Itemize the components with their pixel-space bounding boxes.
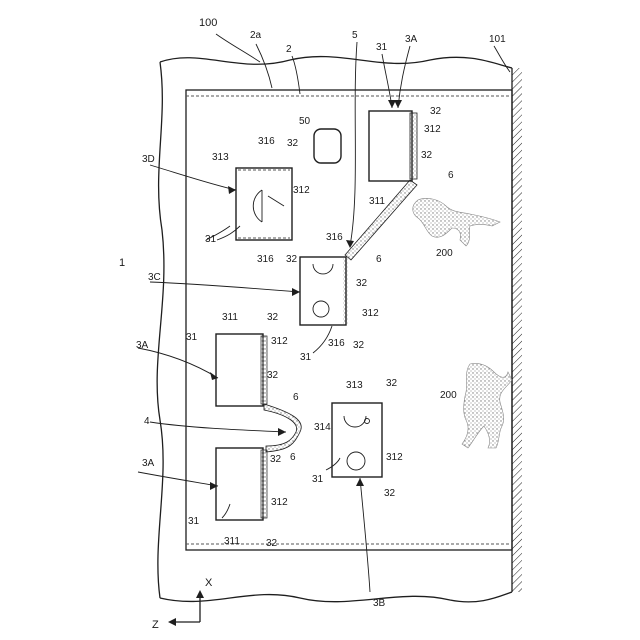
label-2: 2 [286, 44, 292, 55]
label-312-e: 312 [386, 452, 403, 463]
label-311-b: 311 [222, 312, 238, 323]
axis-z-label: Z [152, 619, 159, 631]
label-316-c1: 316 [326, 232, 343, 243]
module-3A-top-strip [410, 113, 417, 179]
label-32-d2: 32 [286, 254, 298, 265]
object-50 [314, 129, 341, 163]
connector-5 [345, 180, 417, 260]
label-32-f2: 32 [266, 538, 278, 549]
module-3D [236, 168, 292, 240]
label-32-e2: 32 [384, 488, 396, 499]
figure-200-upper [413, 198, 500, 246]
label-32-b2: 32 [267, 370, 279, 381]
label-3A-top: 3A [405, 34, 418, 45]
label-101: 101 [489, 34, 506, 45]
label-32-c2: 32 [353, 340, 365, 351]
module-3C [300, 257, 346, 325]
label-316-c2: 316 [328, 338, 345, 349]
label-31-d: 31 [205, 234, 217, 245]
label-6-f: 6 [290, 452, 296, 463]
label-3B: 3B [373, 598, 386, 609]
label-3C: 3C [148, 272, 161, 283]
label-31-e: 31 [312, 474, 324, 485]
label-1: 1 [119, 257, 125, 269]
module-3A-bottom [216, 448, 263, 520]
label-6-c: 6 [376, 254, 382, 265]
module-3A-bottom-strip [261, 450, 267, 518]
axis-x-label: X [205, 577, 213, 589]
label-50: 50 [299, 116, 311, 127]
label-314-e: 314 [314, 422, 331, 433]
label-100: 100 [199, 17, 217, 29]
figure-200-lower [462, 363, 512, 448]
label-3A-b: 3A [136, 340, 149, 351]
label-313-e: 313 [346, 380, 363, 391]
label-311-f: 311 [224, 536, 240, 547]
label-3A-c: 3A [142, 458, 155, 469]
ground-hatch [512, 68, 522, 592]
label-32-e1: 32 [386, 378, 398, 389]
label-31-top: 31 [376, 42, 388, 53]
label-312-d: 312 [293, 185, 310, 196]
label-316-d2: 316 [257, 254, 274, 265]
module-3B [332, 403, 382, 477]
label-32-a2: 32 [421, 150, 433, 161]
label-4: 4 [144, 416, 150, 427]
label-312-a: 312 [424, 124, 441, 135]
label-32-d1: 32 [287, 138, 299, 149]
label-200-b: 200 [440, 390, 457, 401]
label-312-f: 312 [271, 497, 288, 508]
label-32-f1: 32 [270, 454, 282, 465]
label-3D: 3D [142, 154, 155, 165]
module-3C-strip [343, 258, 348, 324]
connector-4 [264, 404, 301, 452]
label-6-a: 6 [448, 170, 454, 181]
label-2a: 2a [250, 30, 262, 41]
label-31-b: 31 [186, 332, 198, 343]
label-6-b: 6 [293, 392, 299, 403]
axes-indicator [168, 590, 204, 626]
label-200-a: 200 [436, 248, 453, 259]
label-32-a: 32 [430, 106, 442, 117]
label-32-b1: 32 [267, 312, 279, 323]
label-32-c1: 32 [356, 278, 368, 289]
label-312-c: 312 [362, 308, 379, 319]
label-31-f: 31 [188, 516, 200, 527]
module-3A-top [369, 111, 412, 181]
label-5: 5 [352, 30, 358, 41]
label-313-d: 313 [212, 152, 229, 163]
label-31-c: 31 [300, 352, 312, 363]
label-312-b: 312 [271, 336, 288, 347]
module-3A-mid [216, 334, 263, 406]
label-316-d1: 316 [258, 136, 275, 147]
label-311-a: 311 [369, 196, 385, 207]
